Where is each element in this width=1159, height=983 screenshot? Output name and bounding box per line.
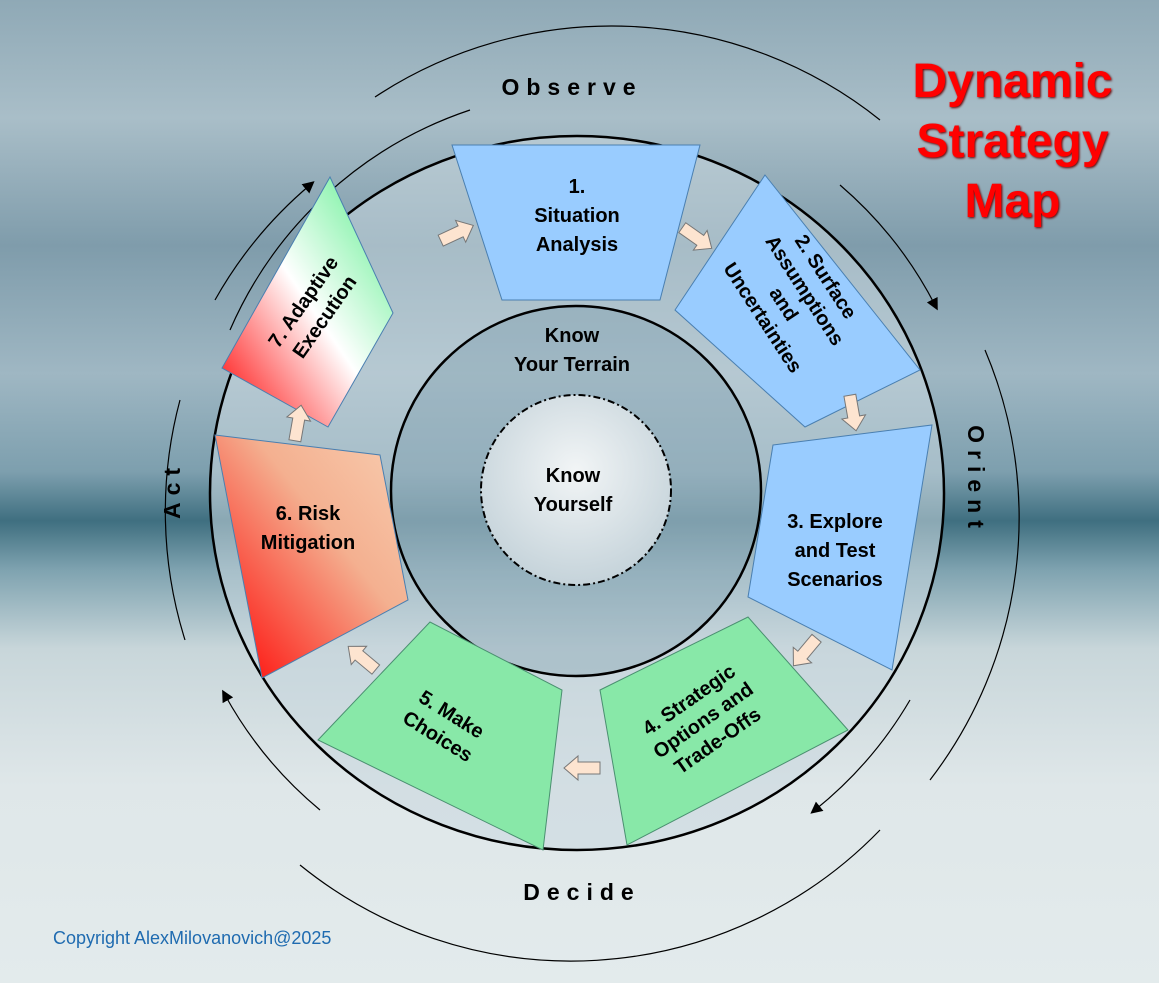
step-5-shape[interactable]	[317, 621, 563, 851]
step-1-shape[interactable]	[451, 144, 701, 301]
title-line: Strategy	[916, 115, 1109, 168]
title-line: Dynamic	[912, 55, 1113, 108]
title-line: Map	[964, 175, 1061, 228]
step-6-shape[interactable]	[214, 434, 409, 679]
self-circle	[480, 394, 672, 586]
phase-observe: Observe	[501, 74, 642, 100]
step-7-shape[interactable]	[221, 175, 394, 428]
phase-orient: Orient	[963, 425, 989, 535]
step-2-shape[interactable]	[674, 174, 921, 428]
page-title: Dynamic Strategy Map	[880, 52, 1145, 232]
step-3-shape[interactable]	[747, 424, 933, 671]
copyright-text: Copyright AlexMilovanovich@2025	[53, 928, 332, 948]
step-4-shape[interactable]	[599, 616, 849, 846]
cycle-orbit	[164, 25, 1020, 962]
phase-act: Act	[159, 461, 185, 519]
phase-decide: Decide	[523, 879, 640, 905]
